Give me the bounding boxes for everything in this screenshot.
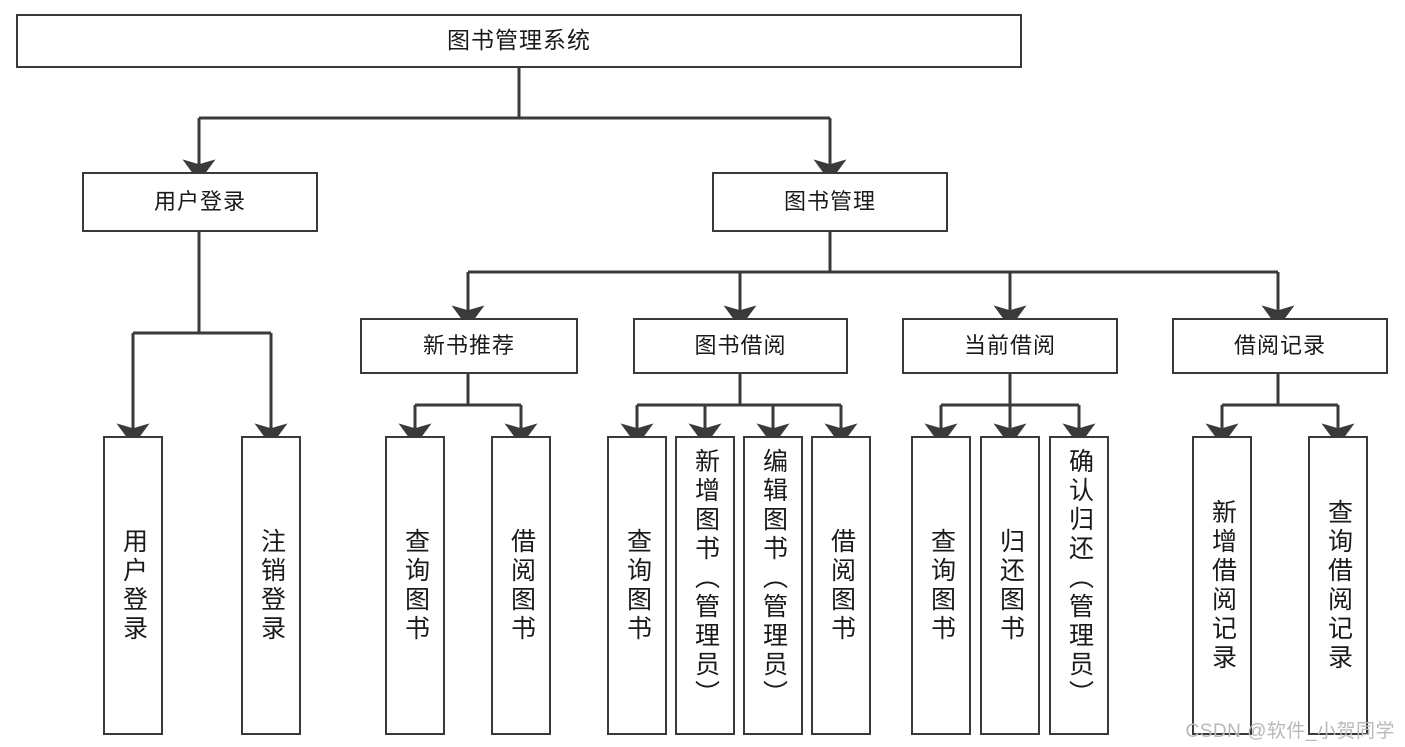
node-leaf-borrow-book-1-label: 借阅图书 [507,527,536,644]
node-leaf-query-book-2[interactable]: 查询图书 [607,436,667,735]
node-leaf-add-record-label: 新增借阅记录 [1208,498,1237,673]
node-leaf-edit-book[interactable]: 编辑图书（管理员） [743,436,803,735]
node-leaf-query-book-1-label: 查询图书 [401,527,430,644]
node-leaf-add-book[interactable]: 新增图书（管理员） [675,436,735,735]
node-leaf-query-record-label: 查询借阅记录 [1324,498,1353,673]
node-user-login-label: 用户登录 [153,188,246,214]
node-book-borrow-label: 图书借阅 [694,332,787,358]
node-book-management[interactable]: 图书管理 [712,172,948,232]
node-leaf-add-book-label: 新增图书（管理员） [691,448,720,709]
node-leaf-logout[interactable]: 注销登录 [241,436,301,735]
node-leaf-borrow-book-2[interactable]: 借阅图书 [811,436,871,735]
node-leaf-query-book-1[interactable]: 查询图书 [385,436,445,735]
node-user-login[interactable]: 用户登录 [82,172,318,232]
node-leaf-borrow-book-1[interactable]: 借阅图书 [491,436,551,735]
node-book-borrow[interactable]: 图书借阅 [633,318,848,374]
node-leaf-query-record[interactable]: 查询借阅记录 [1308,436,1368,735]
csdn-watermark: CSDN @软件_小贺同学 [1185,721,1395,742]
node-book-management-label: 图书管理 [783,188,876,214]
node-new-book-recommend[interactable]: 新书推荐 [360,318,578,374]
node-leaf-return-book-label: 归还图书 [996,527,1025,644]
node-leaf-query-book-3-label: 查询图书 [927,527,956,644]
node-root-label: 图书管理系统 [447,27,591,54]
node-leaf-return-book[interactable]: 归还图书 [980,436,1040,735]
node-leaf-add-record[interactable]: 新增借阅记录 [1192,436,1252,735]
node-leaf-edit-book-label: 编辑图书（管理员） [759,448,788,709]
node-leaf-query-book-3[interactable]: 查询图书 [911,436,971,735]
node-new-book-recommend-label: 新书推荐 [422,332,515,358]
node-leaf-borrow-book-2-label: 借阅图书 [827,527,856,644]
node-root[interactable]: 图书管理系统 [16,14,1022,68]
node-leaf-confirm-return[interactable]: 确认归还（管理员） [1049,436,1109,735]
node-borrow-record-label: 借阅记录 [1233,332,1326,358]
node-borrow-record[interactable]: 借阅记录 [1172,318,1388,374]
node-leaf-confirm-return-label: 确认归还（管理员） [1065,448,1094,709]
node-current-borrow[interactable]: 当前借阅 [902,318,1118,374]
node-leaf-user-login[interactable]: 用户登录 [103,436,163,735]
node-leaf-query-book-2-label: 查询图书 [623,527,652,644]
node-leaf-user-login-label: 用户登录 [119,527,148,644]
node-leaf-logout-label: 注销登录 [257,527,286,644]
node-current-borrow-label: 当前借阅 [963,332,1056,358]
